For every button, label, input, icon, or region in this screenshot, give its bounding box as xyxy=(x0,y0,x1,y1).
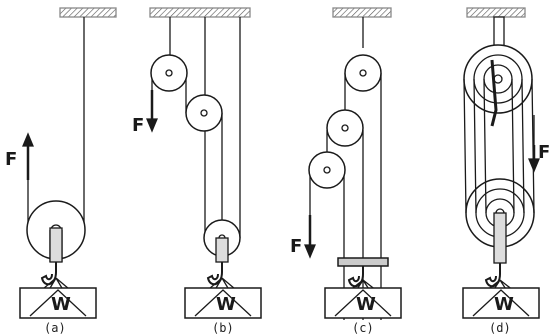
force-label-b: F xyxy=(132,115,144,136)
caption-d: (d) xyxy=(489,321,511,335)
ceiling-d xyxy=(466,7,526,18)
pulley-b-middle xyxy=(185,94,223,132)
ceiling-b xyxy=(149,7,251,18)
ceiling-a xyxy=(59,7,117,18)
force-label-c: F xyxy=(290,236,302,257)
ropes-d xyxy=(463,78,535,214)
pulley-b-top xyxy=(150,54,188,92)
weight-label-b: W xyxy=(216,294,236,315)
force-label-d: F xyxy=(538,142,550,163)
caption-a: (a) xyxy=(44,321,66,335)
caption-c: (c) xyxy=(352,321,374,335)
pulley-c-top xyxy=(344,54,382,92)
caption-b: (b) xyxy=(212,321,234,335)
ceiling-c xyxy=(332,7,392,18)
diagram-c xyxy=(308,7,402,320)
weight-label-d: W xyxy=(494,294,514,315)
force-label-a: F xyxy=(5,149,17,170)
weight-label-a: W xyxy=(51,294,71,315)
diagram-b xyxy=(149,7,262,319)
diagram-a xyxy=(19,7,117,319)
weight-label-c: W xyxy=(356,294,376,315)
bar-c xyxy=(337,257,389,267)
diagram-d xyxy=(462,7,540,319)
pulley-c-middle xyxy=(326,109,364,147)
pulley-c-lower xyxy=(308,151,346,189)
